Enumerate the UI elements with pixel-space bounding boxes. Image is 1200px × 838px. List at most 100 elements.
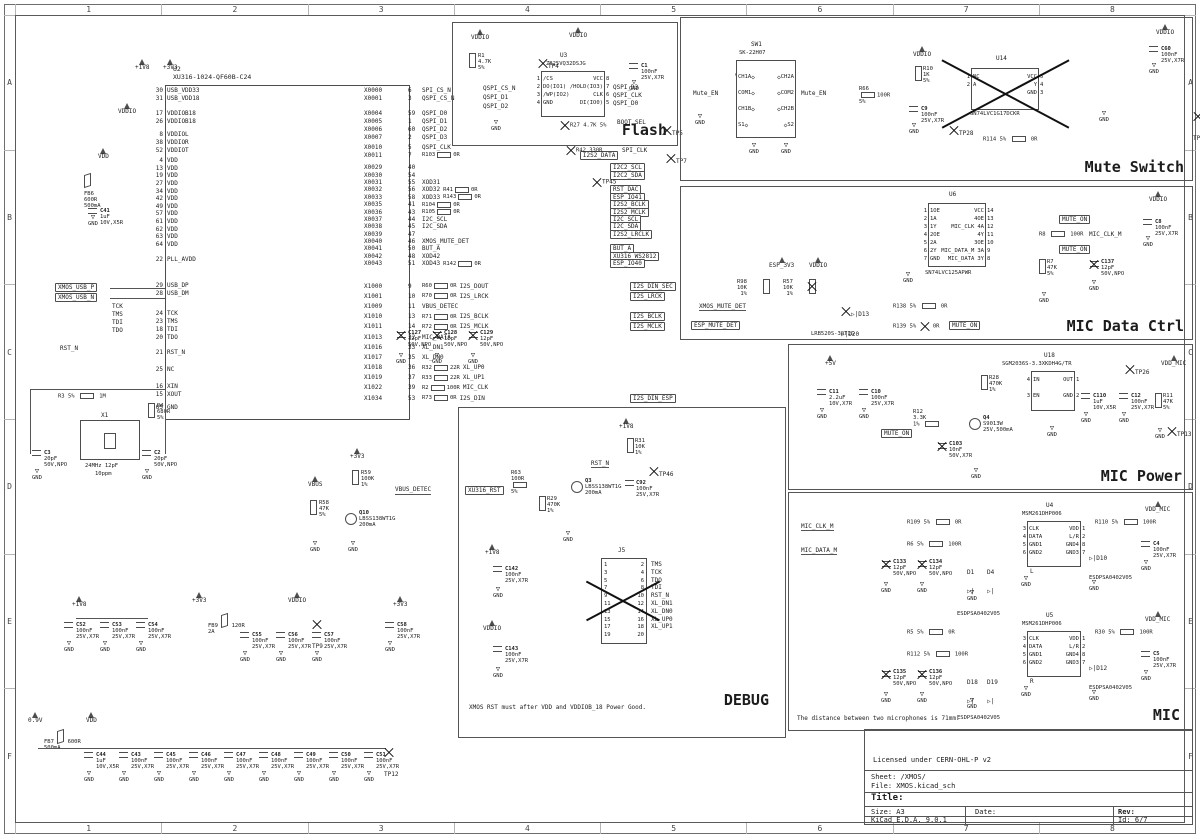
tp28[interactable]: TP28 bbox=[949, 120, 973, 139]
net-esp-mute-det[interactable]: ESP_MUTE_DET bbox=[691, 321, 741, 330]
net-xmos-usb-p[interactable]: XMOS_USB_P bbox=[55, 283, 98, 292]
r110[interactable]: R110 5% 100R bbox=[1095, 519, 1157, 526]
r8[interactable]: R8 100R bbox=[1039, 231, 1084, 238]
r6[interactable]: R6 5% 100R bbox=[907, 541, 962, 548]
tp4[interactable]: TP4 bbox=[538, 53, 559, 72]
r3[interactable]: R3 5% 1M bbox=[58, 393, 106, 400]
d20[interactable]: D20 bbox=[841, 321, 859, 340]
tp9[interactable]: TP9 bbox=[312, 614, 323, 652]
net-mute-on[interactable]: MUTE_ON bbox=[881, 429, 913, 438]
tp26[interactable]: TP26 bbox=[1125, 359, 1149, 378]
tp46[interactable]: TP46 bbox=[649, 461, 673, 480]
r139-dnp[interactable]: R139 5% 0R bbox=[893, 321, 939, 331]
tp25[interactable]: TP25 bbox=[1193, 106, 1200, 144]
r138[interactable]: R138 5% 0R bbox=[893, 303, 948, 310]
tp13[interactable]: TP13 bbox=[1167, 421, 1191, 440]
tp7[interactable]: TP7 bbox=[666, 148, 687, 167]
r27-dnp[interactable]: R27 4.7K 5% bbox=[560, 120, 606, 130]
sw1-switch[interactable]: SW1 SK-22H07 CH1ACOM1CH1BS1 CH2ACOM2CH2B… bbox=[736, 41, 796, 138]
r30[interactable]: R30 5% 100R bbox=[1095, 629, 1153, 636]
net-xmos-usb-n[interactable]: XMOS_USB_N bbox=[55, 293, 98, 302]
net-xu316-rst[interactable]: XU316_RST bbox=[465, 486, 504, 495]
d13-dnp[interactable]: D13 bbox=[841, 301, 869, 320]
net-mute-on[interactable]: MUTE_ON bbox=[1059, 215, 1091, 224]
r114[interactable]: R114 5% 0R bbox=[983, 136, 1038, 143]
d19[interactable]: D19 bbox=[987, 669, 998, 707]
x1-crystal[interactable]: X1 24MHz 12pF 10ppm bbox=[80, 412, 140, 477]
net-mute-on[interactable]: MUTE_ON bbox=[1059, 245, 1091, 254]
r5[interactable]: R5 5% 0R bbox=[907, 629, 955, 636]
net-mute-on[interactable]: MUTE_ON bbox=[949, 321, 981, 330]
r42-dnp[interactable]: R42 330R bbox=[566, 145, 603, 155]
d4[interactable]: D4 bbox=[987, 559, 994, 597]
tp12[interactable]: TP12 bbox=[384, 742, 398, 780]
r112[interactable]: R112 5% 100R bbox=[907, 651, 969, 658]
